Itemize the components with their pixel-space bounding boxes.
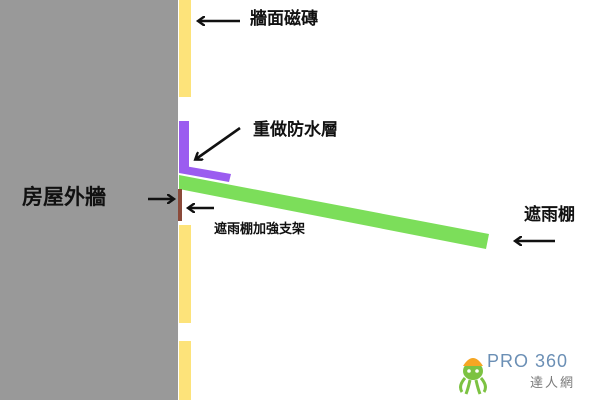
arrow-waterproof (196, 126, 241, 159)
waterproof-layer-vertical (179, 121, 189, 173)
label-waterproof-layer: 重做防水層 (253, 120, 338, 140)
waterproof-layer-horizontal (179, 165, 231, 182)
label-wall-tile: 牆面磁磚 (250, 9, 318, 29)
label-awning-bracket: 遮雨棚加強支架 (214, 222, 306, 237)
awning-bracket (178, 189, 182, 221)
wall-tile-strip (179, 0, 191, 97)
awning-bar (179, 175, 489, 249)
logo-mascot-icon (459, 358, 487, 395)
wall-tile-strip (179, 341, 191, 400)
label-awning: 遮雨棚 (524, 205, 575, 225)
label-house-wall: 房屋外牆 (22, 185, 106, 209)
logo-brand: PRO 360 (487, 351, 569, 371)
logo-subtitle: 達人網 (530, 376, 576, 391)
wall-tile-strip (179, 225, 191, 323)
